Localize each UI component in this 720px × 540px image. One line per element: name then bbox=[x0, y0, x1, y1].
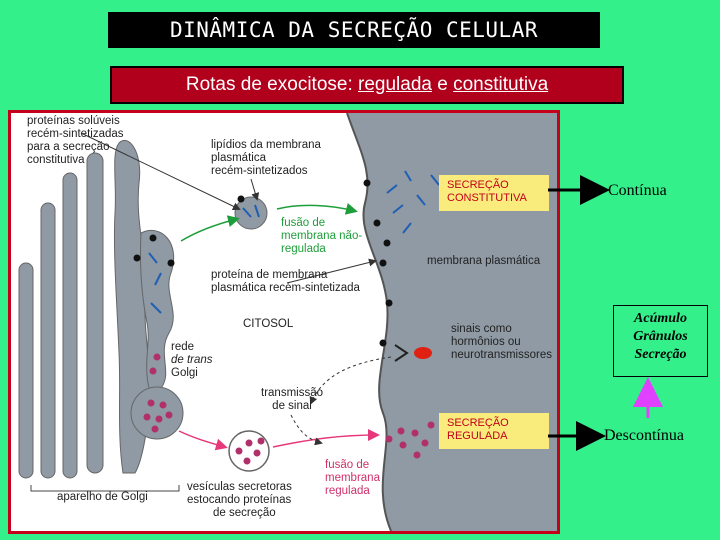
label-citosol: CITOSOL bbox=[243, 318, 294, 330]
label-membrana-plasmatica: membrana plasmática bbox=[427, 255, 541, 267]
secretory-granules bbox=[143, 353, 435, 465]
label-proteinas-soluveis: proteínas solúveis recém-sintetizadas pa… bbox=[27, 115, 124, 166]
budding-granule bbox=[130, 386, 184, 440]
label-fusao-regulada: fusão de membrana regulada bbox=[325, 459, 380, 497]
label-continua: Contínua bbox=[608, 182, 667, 199]
label-rede-trans-golgi: rede de trans Golgi bbox=[171, 341, 213, 379]
arrow-fusion-regulated bbox=[272, 429, 380, 448]
signal-molecule-icon bbox=[414, 347, 432, 359]
box-secrecao-regulada: SECREÇÃO REGULADA bbox=[439, 413, 549, 449]
slide-title: DINÂMICA DA SECREÇÃO CELULAR bbox=[108, 12, 600, 48]
subtitle-constitutiva: constitutiva bbox=[453, 74, 549, 95]
arrow-proteinas bbox=[80, 132, 241, 211]
membrane-proteins bbox=[133, 179, 393, 347]
acumulo-box: Acúmulo Grânulos Secreção bbox=[613, 305, 708, 377]
exocytosis-figure: proteínas solúveis recém-sintetizadas pa… bbox=[8, 110, 560, 534]
arrow-membrane-protein bbox=[286, 258, 377, 284]
secreted-proteins bbox=[386, 170, 440, 234]
subtitle-prefix: Rotas de exocitose: bbox=[185, 74, 359, 95]
label-sinais: sinais como hormônios ou neurotransmisso… bbox=[451, 323, 552, 361]
label-lipidios: lipídios da membrana plasmática recém-si… bbox=[211, 139, 321, 177]
label-aparelho-golgi: aparelho de Golgi bbox=[57, 491, 148, 503]
label-proteina-membrana: proteína de membrana plasmática recém-si… bbox=[211, 269, 360, 294]
arrow-regulated-path bbox=[178, 430, 228, 451]
arrow-lipidios bbox=[250, 178, 260, 201]
secretory-vesicle bbox=[228, 430, 270, 472]
label-descontinua: Descontínua bbox=[604, 427, 684, 444]
arrow-fusion-constitutive bbox=[276, 202, 358, 215]
slide-subtitle: Rotas de exocitose: regulada e constitut… bbox=[110, 66, 624, 104]
golgi-bracket bbox=[30, 485, 180, 492]
receptor bbox=[394, 344, 409, 362]
golgi-apparatus bbox=[18, 140, 151, 479]
vesicle-proteins bbox=[242, 204, 260, 218]
label-vesiculas: vesículas secretoras estocando proteínas… bbox=[187, 481, 292, 519]
label-fusao-nao-regulada: fusão de membrana não- regulada bbox=[281, 217, 363, 255]
arrow-signal bbox=[309, 356, 392, 405]
label-transmissao: transmissão de sinal bbox=[261, 387, 323, 412]
arrow-constitutive-path bbox=[180, 215, 240, 242]
box-secrecao-constitutiva: SECREÇÃO CONSTITUTIVA bbox=[439, 175, 549, 211]
constitutive-vesicle bbox=[234, 196, 268, 230]
tgn-proteins bbox=[148, 252, 162, 314]
subtitle-mid: e bbox=[431, 74, 454, 95]
subtitle-regulada: regulada bbox=[358, 74, 432, 95]
